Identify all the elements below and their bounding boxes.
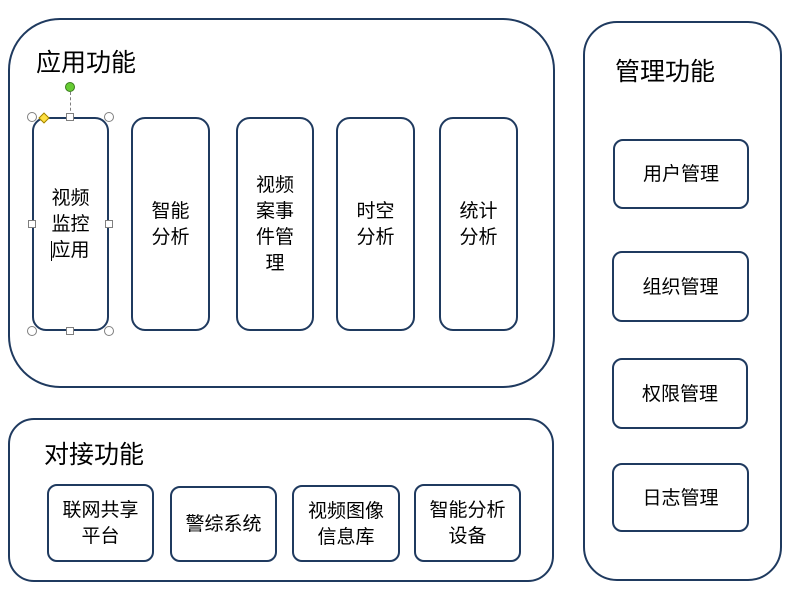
- app-item-intelligent-analysis[interactable]: 智能 分析: [131, 117, 210, 331]
- resize-handle-top-left[interactable]: [27, 112, 37, 122]
- text-caret: [51, 241, 52, 261]
- management-item-label: 组织管理: [642, 275, 719, 298]
- management-item-label: 权限管理: [641, 382, 718, 405]
- integration-item-label: 智能分析 设备: [429, 499, 506, 547]
- app-item-label: 视频 监控 应用: [51, 187, 90, 261]
- management-item-log-management[interactable]: 日志管理: [612, 463, 749, 532]
- resize-handle-bottom-left[interactable]: [27, 326, 37, 336]
- app-item-video-monitoring[interactable]: 视频 监控 应用: [32, 117, 109, 331]
- rotate-handle[interactable]: [65, 82, 75, 92]
- integration-item-video-image-library[interactable]: 视频图像 信息库: [292, 485, 400, 562]
- integration-item-police-system[interactable]: 警综系统: [170, 486, 277, 562]
- app-item-label: 时空 分析: [356, 200, 395, 248]
- integration-panel-title: 对接功能: [44, 440, 145, 469]
- app-item-label: 统计 分析: [459, 200, 498, 248]
- app-item-label: 智能 分析: [151, 200, 190, 248]
- management-item-organization-management[interactable]: 组织管理: [612, 251, 749, 322]
- management-item-user-management[interactable]: 用户管理: [613, 139, 749, 209]
- resize-handle-bottom[interactable]: [66, 327, 74, 335]
- integration-item-intelligent-analysis-device[interactable]: 智能分析 设备: [414, 484, 521, 562]
- management-panel-title: 管理功能: [615, 57, 716, 86]
- resize-handle-bottom-right[interactable]: [104, 326, 114, 336]
- app-item-spatiotemporal-analysis[interactable]: 时空 分析: [336, 117, 415, 331]
- integration-item-label: 视频图像 信息库: [307, 499, 384, 548]
- integration-item-network-sharing-platform[interactable]: 联网共享 平台: [47, 484, 154, 562]
- rotation-connector: [70, 92, 71, 116]
- management-item-label: 用户管理: [642, 163, 719, 185]
- management-item-permission-management[interactable]: 权限管理: [612, 358, 748, 429]
- resize-handle-right[interactable]: [105, 220, 113, 228]
- resize-handle-left[interactable]: [28, 220, 36, 228]
- resize-handle-top-right[interactable]: [104, 112, 114, 122]
- app-item-video-case-management[interactable]: 视频 案事 件管 理: [236, 117, 314, 331]
- resize-handle-top[interactable]: [66, 113, 74, 121]
- app-item-statistical-analysis[interactable]: 统计 分析: [439, 117, 518, 331]
- management-item-label: 日志管理: [642, 486, 719, 509]
- application-panel-title: 应用功能: [36, 48, 137, 77]
- app-item-label: 视频 案事 件管 理: [255, 174, 294, 274]
- integration-item-label: 联网共享 平台: [62, 499, 139, 547]
- integration-item-label: 警综系统: [185, 513, 262, 535]
